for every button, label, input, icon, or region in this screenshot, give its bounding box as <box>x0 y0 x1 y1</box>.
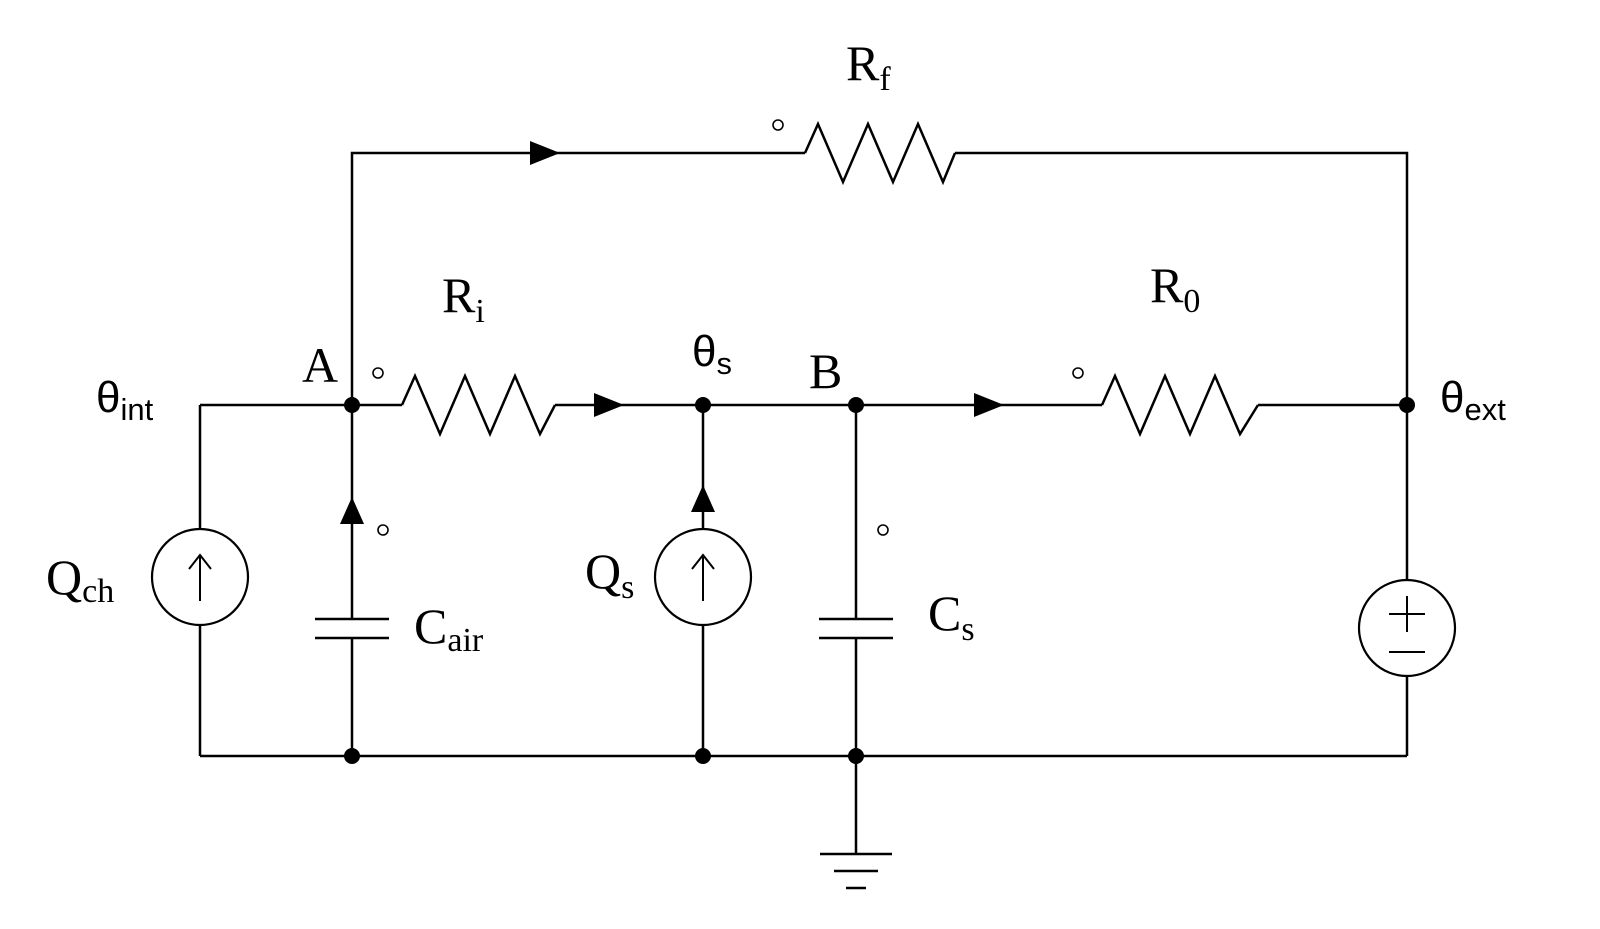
label-rf: Rf <box>846 35 891 98</box>
label-theta-int: θint <box>96 373 154 427</box>
label-node-b: B <box>809 343 842 399</box>
label-qch: Qch <box>46 549 114 610</box>
wires <box>198 151 1409 854</box>
polarity-mark-rf <box>772 119 784 131</box>
junction-bottom-b <box>848 748 864 764</box>
voltage-source-ext <box>1357 578 1457 678</box>
junction-b <box>848 397 864 413</box>
ground-icon <box>820 852 892 890</box>
capacitor-cair <box>315 617 389 640</box>
wire-top-right <box>955 151 1409 405</box>
resistor-ri <box>400 372 557 438</box>
label-ri: Ri <box>442 267 485 330</box>
polarity-mark-r0 <box>1072 367 1084 379</box>
current-source-qs <box>653 527 753 627</box>
junction-bottom-a <box>344 748 360 764</box>
polarity-mark-cair <box>377 524 389 536</box>
arrow-up-icon-qs <box>691 485 715 512</box>
label-qs: Qs <box>585 543 634 606</box>
arrow-right-icon-top <box>530 141 560 165</box>
label-node-a: A <box>302 337 338 393</box>
resistor-rf <box>803 120 957 186</box>
arrow-right-icon-ri <box>594 393 624 417</box>
junction-theta-ext <box>1399 397 1415 413</box>
wire-top-left <box>350 151 805 405</box>
polarity-mark-ri <box>372 367 384 379</box>
junction-theta-s <box>695 397 711 413</box>
junction-a <box>344 397 360 413</box>
capacitor-cs <box>819 617 893 640</box>
arrow-right-icon-r0 <box>974 393 1004 417</box>
label-theta-s: θs <box>692 327 732 381</box>
label-cs: Cs <box>928 585 975 648</box>
label-r0: R0 <box>1150 257 1200 320</box>
label-cair: Cair <box>414 598 484 659</box>
current-source-qch <box>150 527 250 627</box>
label-theta-ext: θext <box>1440 373 1506 427</box>
junction-bottom-s <box>695 748 711 764</box>
resistor-r0 <box>1100 372 1260 438</box>
polarity-mark-cs <box>877 524 889 536</box>
arrow-up-icon-cair <box>340 497 364 524</box>
